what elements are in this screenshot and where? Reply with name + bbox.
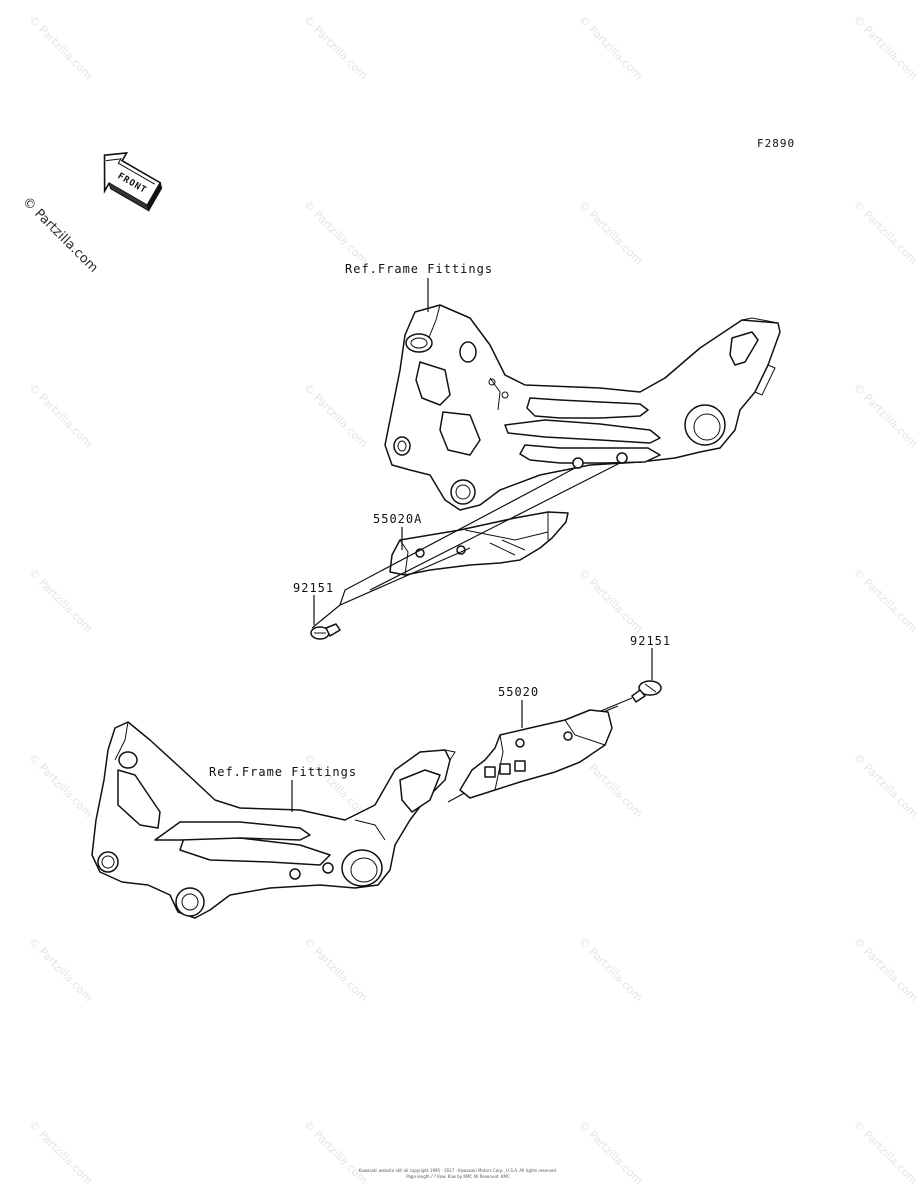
watermark-tile: © Partzilla.com [301, 198, 370, 267]
frame-bracket-top [384, 304, 781, 511]
watermark-tile: © Partzilla.com [26, 1118, 95, 1187]
watermark-tile: © Partzilla.com [851, 751, 916, 820]
diagram-id: F2890 [757, 137, 795, 150]
watermark-tile: © Partzilla.com [301, 381, 370, 450]
watermark-tile: © Partzilla.com [576, 751, 645, 820]
watermark-tile: © Partzilla.com [851, 566, 916, 635]
watermark-tile: © Partzilla.com [576, 566, 645, 635]
label-ref-frame-fittings-top: Ref.Frame Fittings [345, 262, 493, 276]
copyright-line-2: Page length / ? Kaw. Kaw by KMC All Rese… [406, 1174, 510, 1179]
watermark-tile: © Partzilla.com [301, 13, 370, 82]
watermark-tile: © Partzilla.com [26, 566, 95, 635]
heel-guard-55020a [389, 511, 569, 576]
watermark-tile: © Partzilla.com [301, 1118, 370, 1187]
watermark-tile: © Partzilla.com [851, 381, 916, 450]
watermark-tile: © Partzilla.com [576, 198, 645, 267]
watermark-tile: © Partzilla.com [26, 13, 95, 82]
watermark-tile: © Partzilla.com [851, 1118, 916, 1187]
label-92151-left: 92151 [293, 581, 334, 595]
watermark-tile: © Partzilla.com [576, 935, 645, 1004]
watermark-tile: © Partzilla.com [26, 935, 95, 1004]
watermark-tile: © Partzilla.com [851, 198, 916, 267]
watermark-tile: © Partzilla.com [26, 381, 95, 450]
bolt-92151-right [631, 680, 662, 703]
assembly-lines-left [311, 462, 621, 629]
front-arrow-icon: FRONT [103, 151, 163, 212]
frame-bracket-bottom [91, 721, 456, 919]
watermark-tile: © Partzilla.com [851, 13, 916, 82]
watermark-tile: © Partzilla.com [301, 935, 370, 1004]
heel-guard-55020 [459, 709, 613, 799]
watermark-tile: © Partzilla.com [576, 13, 645, 82]
label-92151-right: 92151 [630, 634, 671, 648]
watermark-tile: © Partzilla.com [576, 1118, 645, 1187]
watermark-main: © Partzilla.com [19, 194, 101, 276]
watermark-tile: © Partzilla.com [26, 751, 95, 820]
label-55020: 55020 [498, 685, 539, 699]
watermark-tile: © Partzilla.com [851, 935, 916, 1004]
watermark-tile: © Partzilla.com [301, 751, 370, 820]
bolt-92151-left [310, 623, 341, 640]
label-ref-frame-fittings-bottom: Ref.Frame Fittings [209, 765, 357, 779]
label-55020a: 55020A [373, 512, 422, 526]
copyright-line-1: Kawasaki website still all copyright 199… [359, 1168, 557, 1173]
